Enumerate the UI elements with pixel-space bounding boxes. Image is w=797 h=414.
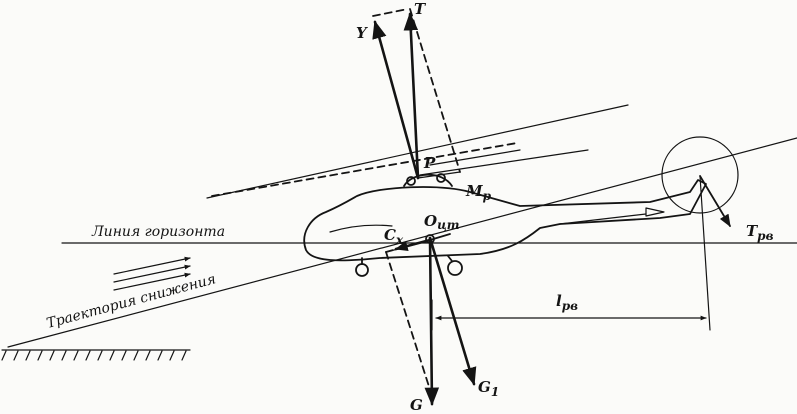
- helicopter-fuselage: [303, 179, 707, 277]
- tail-rotor-forces: [431, 175, 731, 331]
- tail-rotor-disk: [661, 136, 739, 214]
- rotor-hub: [403, 173, 453, 187]
- label-drag-cx: Cx: [384, 226, 404, 247]
- label-weight-component-g1: G1: [478, 378, 499, 399]
- label-lift-y: Y: [356, 24, 368, 42]
- airflow-arrows: [113, 256, 191, 291]
- label-tail-rotor-arm: lрв: [556, 292, 578, 313]
- label-descent-trajectory: Траектория снижения: [45, 271, 218, 332]
- ground-hatching: [1, 349, 191, 361]
- label-weight-g: G: [410, 396, 423, 414]
- label-horizon-line: Линия горизонта: [91, 224, 225, 240]
- rotor-force-parallelogram: [372, 8, 461, 180]
- label-thrust-t: T: [414, 0, 427, 18]
- label-center-of-gravity: Oцт: [424, 212, 459, 232]
- weight-forces: [385, 233, 477, 406]
- label-rotor-force-p: P: [423, 154, 436, 172]
- label-tail-rotor-thrust: Tрв: [746, 222, 774, 243]
- label-rotor-moment: Mр: [465, 182, 492, 203]
